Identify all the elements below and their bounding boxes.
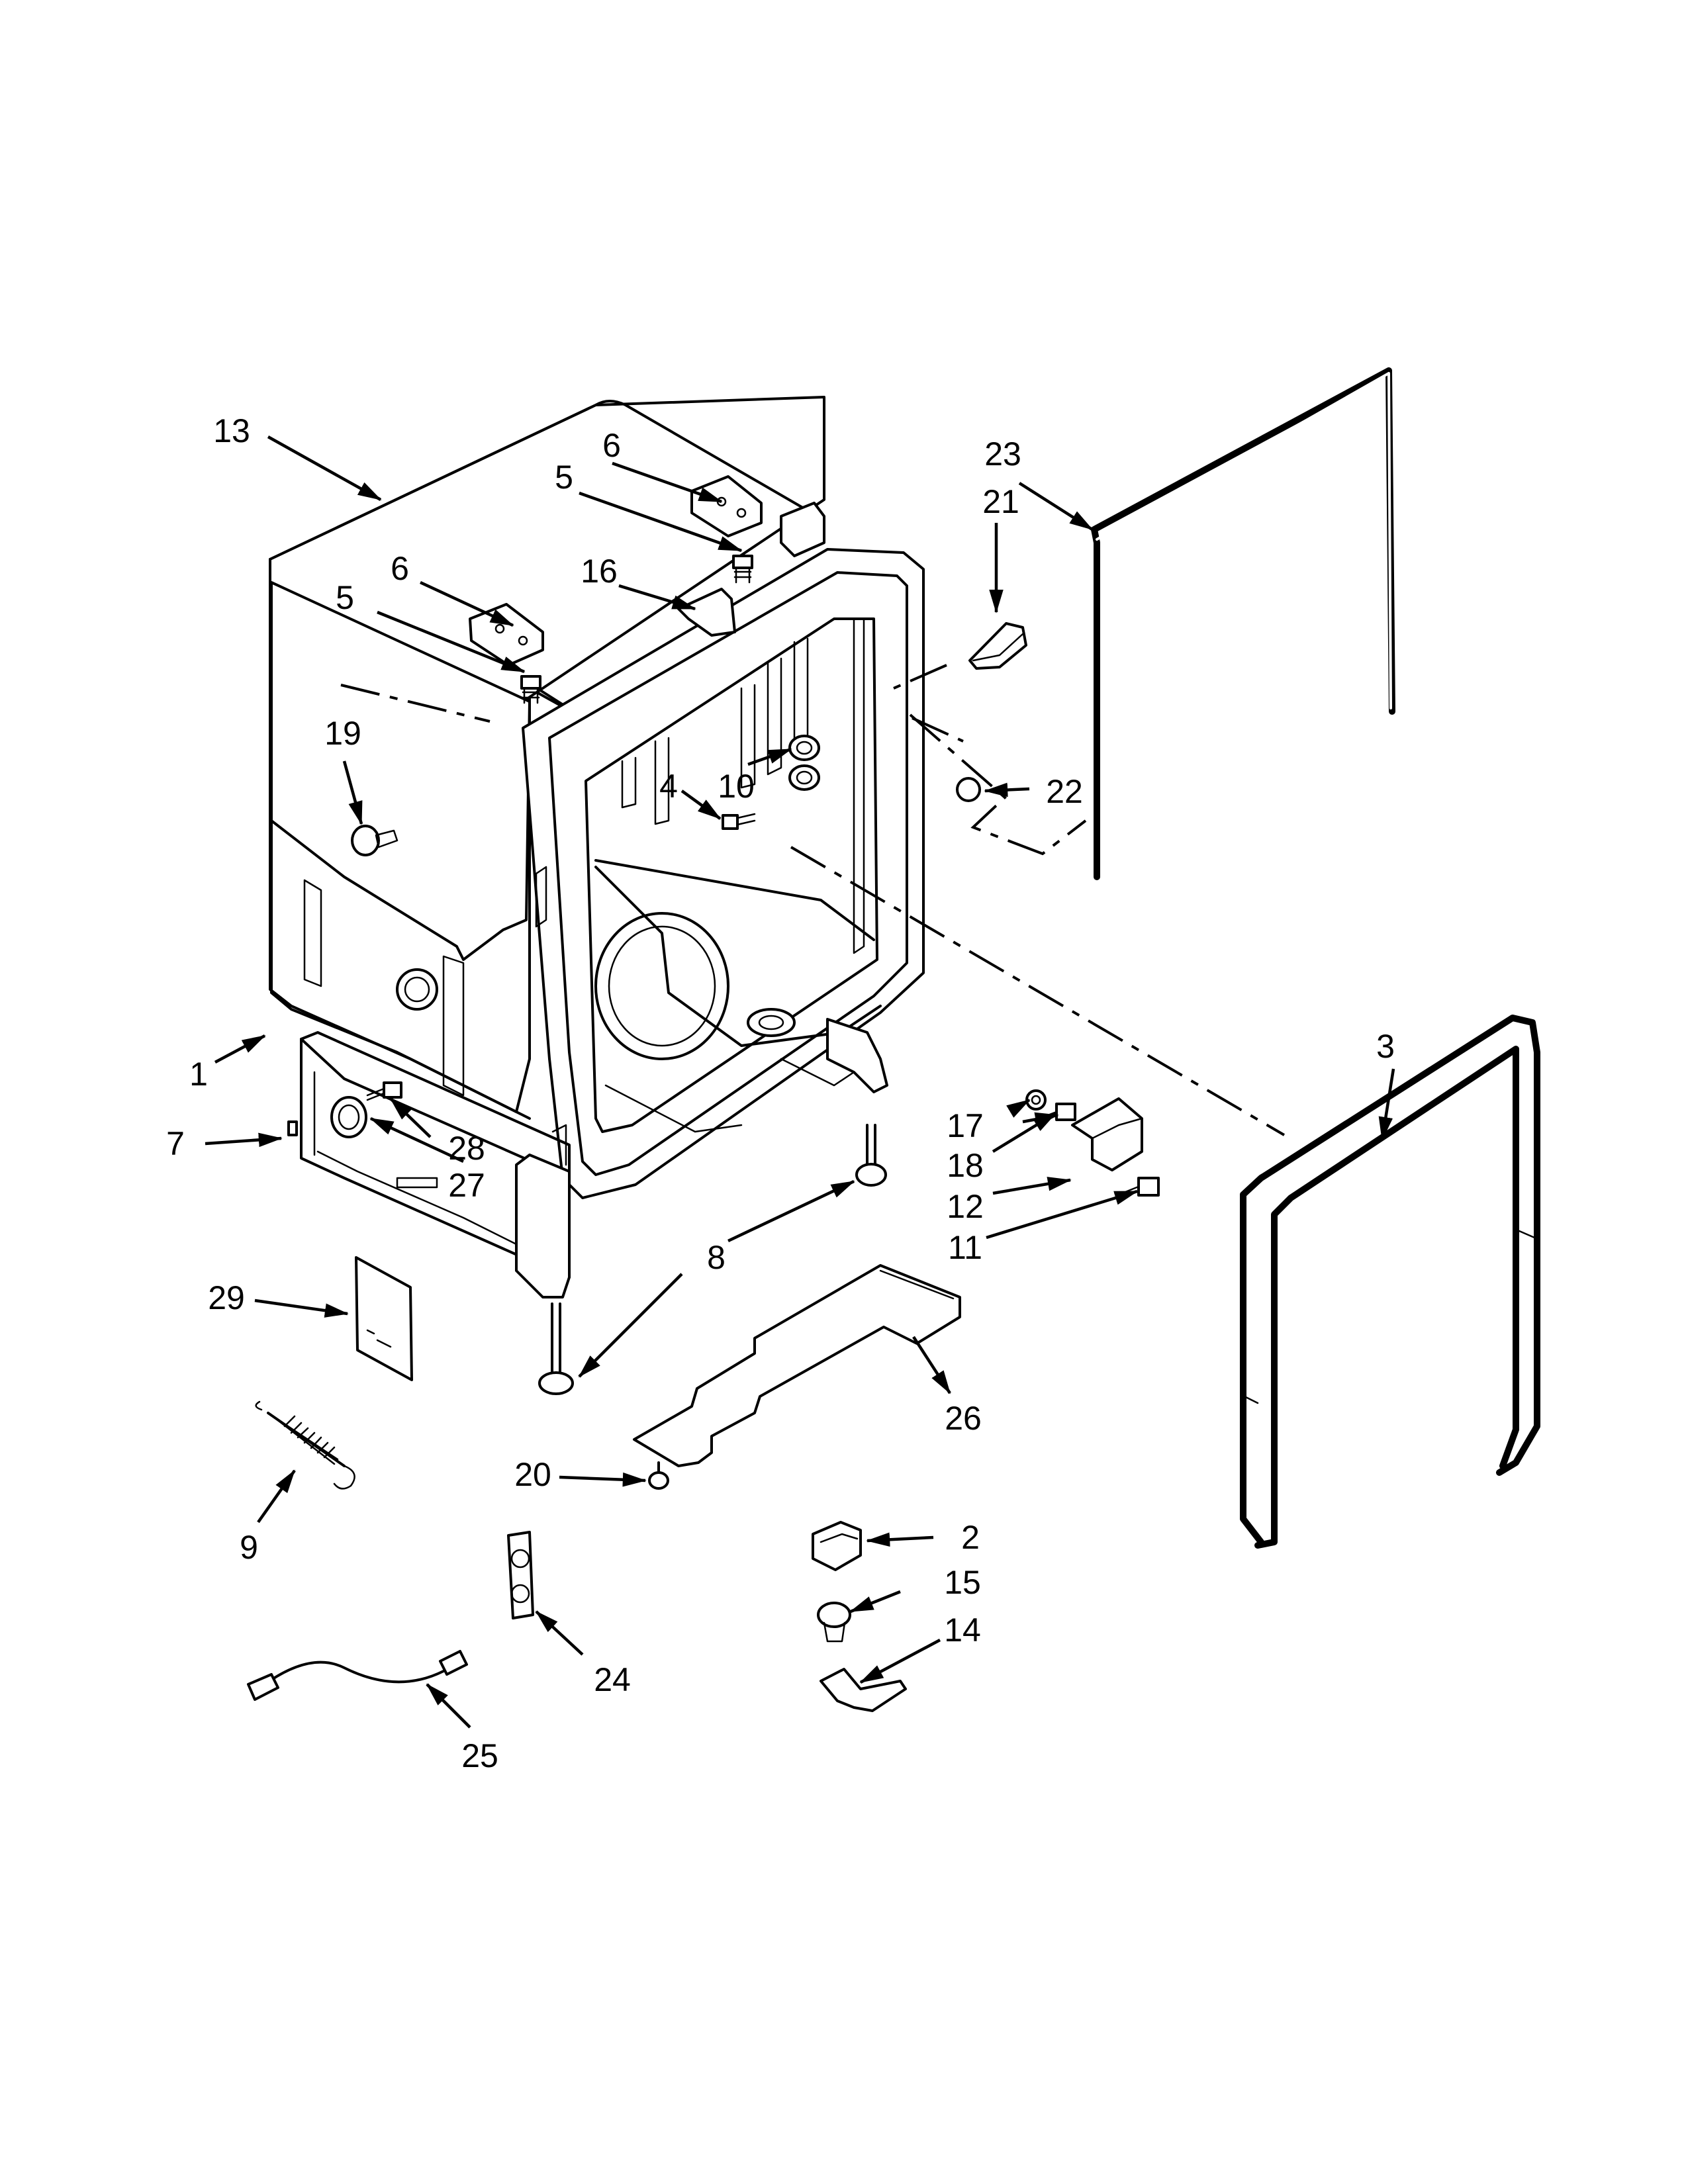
callout-10: 10: [718, 768, 755, 805]
tub-sump: [594, 912, 729, 1060]
wire-harness: [247, 1650, 468, 1701]
alignment-line-bracket: [912, 717, 964, 743]
callout-26: 26: [945, 1400, 982, 1437]
bracket-tab: [287, 1120, 298, 1136]
door-strike: [968, 622, 1027, 670]
callout-6-lower: 6: [391, 550, 409, 587]
callout-14: 14: [944, 1612, 981, 1649]
tub-top-slot: [677, 588, 736, 637]
vent-grommets: [788, 735, 820, 791]
rivet-plug: [351, 825, 399, 856]
wheel-screw: [366, 1081, 402, 1101]
leveling-wheel: [330, 1096, 367, 1138]
callout-17: 17: [947, 1107, 984, 1144]
alignment-line-plug: [909, 713, 1087, 856]
callout-22: 22: [1046, 773, 1083, 810]
callout-labels: 13 6 5 6 5 16 19 10 4 23 21 22 1 7 28 27…: [166, 412, 1395, 1774]
callout-16: 16: [581, 553, 618, 590]
callout-23: 23: [984, 435, 1021, 473]
callout-25: 25: [461, 1737, 498, 1774]
latch-housing: [507, 1531, 534, 1619]
foot-pad: [648, 1461, 669, 1490]
connector-block: [812, 1521, 862, 1571]
base-plate: [633, 1264, 961, 1467]
hole-plug: [956, 777, 981, 802]
alignment-line-screw: [340, 684, 491, 723]
door-spring: [255, 1400, 355, 1490]
front-right-bracket: [826, 1018, 888, 1093]
callout-5-upper: 5: [555, 459, 573, 496]
insulation-blanket: [270, 581, 531, 961]
washer: [1025, 1089, 1047, 1111]
callout-8: 8: [707, 1239, 726, 1276]
callout-28: 28: [448, 1130, 485, 1167]
leveling-leg-front: [855, 1124, 887, 1187]
alignment-line-gasket: [790, 846, 1286, 1136]
callout-18: 18: [947, 1147, 984, 1184]
lower-gasket: [1240, 1015, 1540, 1549]
callout-19: 19: [324, 715, 361, 752]
vent-screw: [722, 813, 756, 830]
callout-27: 27: [448, 1167, 485, 1204]
leader-arrows: [205, 435, 1395, 1729]
label-card: [355, 1256, 413, 1381]
callout-3: 3: [1376, 1028, 1395, 1065]
hinge-bracket-lower: [469, 603, 544, 666]
callout-20: 20: [514, 1456, 551, 1493]
screw-lower: [520, 675, 541, 704]
callout-29: 29: [208, 1279, 245, 1316]
callout-2: 2: [961, 1519, 980, 1556]
callout-24: 24: [594, 1661, 631, 1698]
callout-15: 15: [944, 1564, 981, 1601]
callout-4: 4: [659, 768, 678, 805]
rear-top-bracket: [780, 502, 825, 557]
float-bracket: [820, 1668, 907, 1712]
callout-21: 21: [982, 483, 1019, 520]
callout-6-upper: 6: [602, 427, 621, 464]
callout-7: 7: [166, 1125, 185, 1162]
front-left-bracket: [515, 1154, 571, 1298]
tub-opening: [585, 617, 878, 1133]
side-vent: [396, 968, 438, 1011]
alignment-line-strike: [893, 664, 947, 690]
screw-upper: [732, 555, 753, 584]
spray-arm-mount: [747, 1008, 796, 1037]
callout-5-lower: 5: [336, 579, 354, 616]
callout-9: 9: [240, 1529, 258, 1566]
leveling-leg-left: [538, 1302, 574, 1395]
callout-12: 12: [947, 1188, 984, 1225]
mounting-bracket: [1071, 1097, 1143, 1171]
upper-gasket: [1091, 367, 1395, 880]
base-slot: [396, 1177, 438, 1189]
callout-11: 11: [948, 1229, 982, 1266]
float-switch-cap: [817, 1602, 851, 1643]
callout-1: 1: [189, 1056, 208, 1093]
callout-13: 13: [213, 412, 250, 449]
